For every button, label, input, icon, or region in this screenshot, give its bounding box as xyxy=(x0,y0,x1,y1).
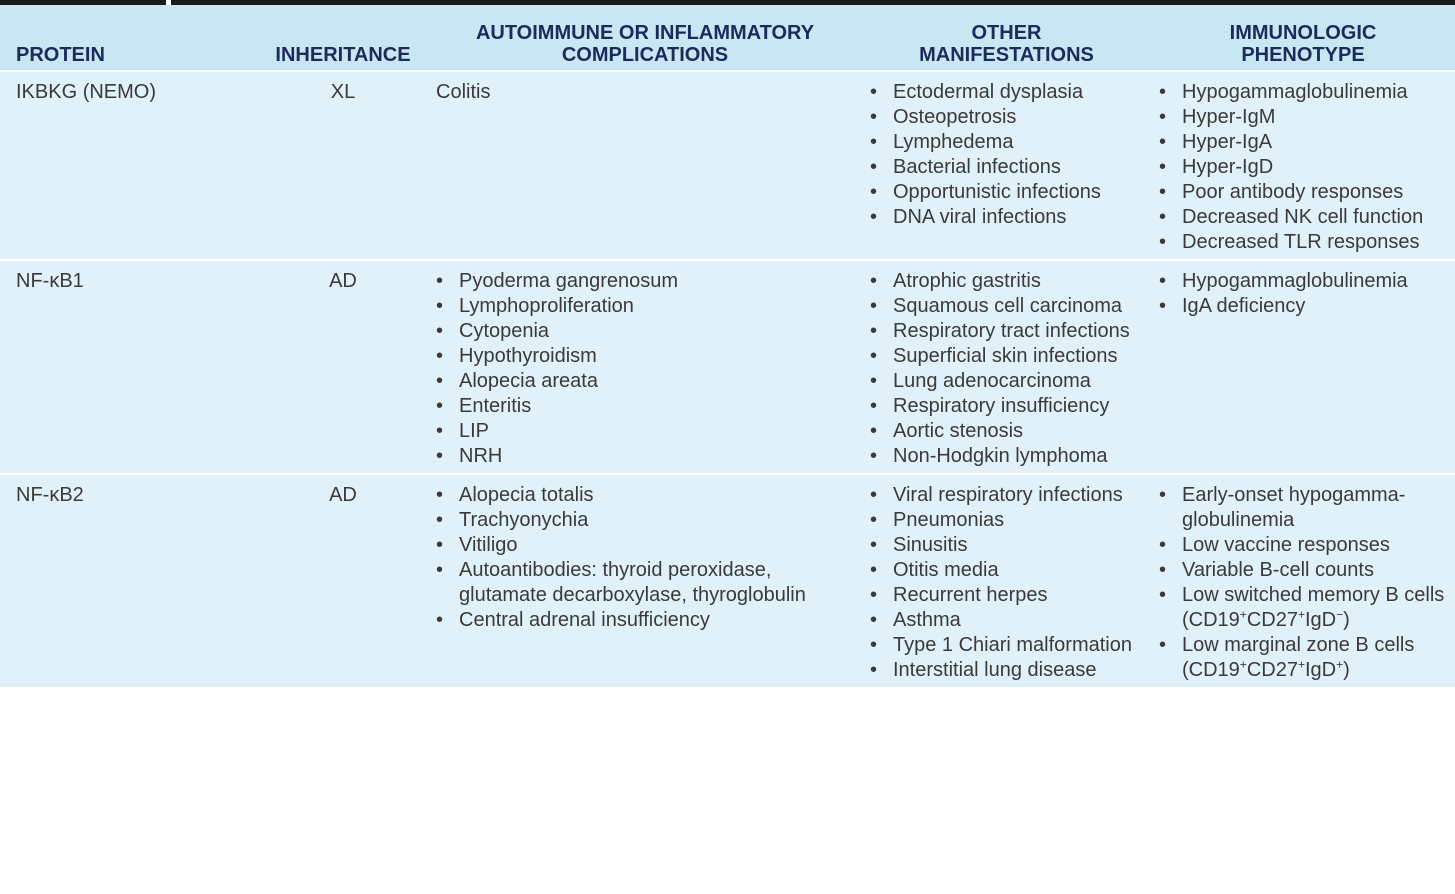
list-item: Pyoderma gangrenosum xyxy=(432,269,858,294)
header-protein: PROTEIN xyxy=(16,44,105,66)
table-row: IKBKG (NEMO) XL Colitis Ectodermal dyspl… xyxy=(0,71,1455,260)
list-item: Enteritis xyxy=(432,394,858,419)
list-item: Respiratory insufficiency xyxy=(866,394,1147,419)
list-item: Aortic stenosis xyxy=(866,419,1147,444)
list-item: Alopecia areata xyxy=(432,369,858,394)
protein-cell: NF-κB2 xyxy=(16,484,84,506)
list-item: Lymphedema xyxy=(866,130,1147,155)
complications-cell: Pyoderma gangrenosum Lymphoproliferation… xyxy=(428,260,862,474)
top-rule-gap xyxy=(166,0,171,5)
list-item: Respiratory tract infections xyxy=(866,319,1147,344)
protein-cell: IKBKG (NEMO) xyxy=(16,81,157,103)
list-item: Lung adenocarcinoma xyxy=(866,369,1147,394)
list-item: Vitiligo xyxy=(432,533,858,558)
inheritance-cell: AD xyxy=(329,270,357,292)
bullet-list: Alopecia totalis Trachyonychia Vitiligo … xyxy=(432,483,858,633)
list-item: NRH xyxy=(432,444,858,469)
bullet-list: Hypogammaglobulinemia Hyper-IgM Hyper-Ig… xyxy=(1155,80,1451,255)
list-item: Hyper-IgA xyxy=(1155,130,1451,155)
list-item: Type 1 Chiari malformation xyxy=(866,633,1147,658)
list-item: Lymphoproliferation xyxy=(432,294,858,319)
list-item: Cytopenia xyxy=(432,319,858,344)
immunodeficiency-table: PROTEIN INHERITANCE AUTOIMMUNE OR INFLAM… xyxy=(0,5,1455,687)
list-item: Low vaccine responses xyxy=(1155,533,1451,558)
table-row: NF-κB2 AD Alopecia totalis Trachyonychia… xyxy=(0,474,1455,687)
complications-cell: Colitis xyxy=(436,81,491,103)
table-header-row: PROTEIN INHERITANCE AUTOIMMUNE OR INFLAM… xyxy=(0,5,1455,71)
list-item: Decreased TLR responses xyxy=(1155,230,1451,255)
phenotype-cell: Hypogammaglobulinemia IgA deficiency xyxy=(1151,260,1455,474)
list-item: Superficial skin infections xyxy=(866,344,1147,369)
list-item: Hypogammaglobulinemia xyxy=(1155,269,1451,294)
list-item: LIP xyxy=(432,419,858,444)
list-item: Opportunistic infections xyxy=(866,180,1147,205)
bullet-list: Viral respiratory infections Pneumonias … xyxy=(866,483,1147,683)
bullet-list: Pyoderma gangrenosum Lymphoproliferation… xyxy=(432,269,858,469)
header-inheritance: INHERITANCE xyxy=(275,44,411,66)
list-item: Pneumonias xyxy=(866,508,1147,533)
list-item: Hyper-IgM xyxy=(1155,105,1451,130)
bullet-list: Ectodermal dysplasia Osteopetrosis Lymph… xyxy=(866,80,1147,230)
list-item: DNA viral infections xyxy=(866,205,1147,230)
list-item: Recurrent herpes xyxy=(866,583,1147,608)
list-item: Trachyonychia xyxy=(432,508,858,533)
list-item: Autoantibodies: thyroid peroxidase, glut… xyxy=(432,558,858,608)
list-item: Interstitial lung disease xyxy=(866,658,1147,683)
list-item: Osteopetrosis xyxy=(866,105,1147,130)
list-item: Hyper-IgD xyxy=(1155,155,1451,180)
list-item: Asthma xyxy=(866,608,1147,633)
list-item: IgA deficiency xyxy=(1155,294,1451,319)
top-rule xyxy=(0,0,1455,5)
protein-cell: NF-κB1 xyxy=(16,270,84,292)
list-item: Viral respiratory infections xyxy=(866,483,1147,508)
bullet-list: Atrophic gastritis Squamous cell carcino… xyxy=(866,269,1147,469)
list-item: Alopecia totalis xyxy=(432,483,858,508)
list-item: Non-Hodgkin lymphoma xyxy=(866,444,1147,469)
other-manifestations-cell: Atrophic gastritis Squamous cell carcino… xyxy=(862,260,1151,474)
list-item: Sinusitis xyxy=(866,533,1147,558)
list-item: Squamous cell carcinoma xyxy=(866,294,1147,319)
phenotype-cell: Hypogammaglobulinemia Hyper-IgM Hyper-Ig… xyxy=(1151,71,1455,260)
other-manifestations-cell: Ectodermal dysplasia Osteopetrosis Lymph… xyxy=(862,71,1151,260)
list-item: Hypogammaglobulinemia xyxy=(1155,80,1451,105)
inheritance-cell: AD xyxy=(329,484,357,506)
list-item: Hypothyroidism xyxy=(432,344,858,369)
list-item: Decreased NK cell function xyxy=(1155,205,1451,230)
complications-cell: Alopecia totalis Trachyonychia Vitiligo … xyxy=(428,474,862,687)
list-item: Central adrenal insufficiency xyxy=(432,608,858,633)
list-item: Early-onset hypogamma-globulinemia xyxy=(1155,483,1451,533)
bullet-list: Early-onset hypogamma-globulinemia Low v… xyxy=(1155,483,1451,683)
list-item: Variable B-cell counts xyxy=(1155,558,1451,583)
table-row: NF-κB1 AD Pyoderma gangrenosum Lymphopro… xyxy=(0,260,1455,474)
list-item: Low switched memory B cells (CD19+CD27+I… xyxy=(1155,583,1451,633)
bullet-list: Hypogammaglobulinemia IgA deficiency xyxy=(1155,269,1451,319)
list-item: Poor antibody responses xyxy=(1155,180,1451,205)
list-item: Low marginal zone B cells (CD19+CD27+IgD… xyxy=(1155,633,1451,683)
inheritance-cell: XL xyxy=(330,81,356,103)
list-item: Atrophic gastritis xyxy=(866,269,1147,294)
list-item: Ectodermal dysplasia xyxy=(866,80,1147,105)
list-item: Otitis media xyxy=(866,558,1147,583)
phenotype-cell: Early-onset hypogamma-globulinemia Low v… xyxy=(1151,474,1455,687)
other-manifestations-cell: Viral respiratory infections Pneumonias … xyxy=(862,474,1151,687)
list-item: Bacterial infections xyxy=(866,155,1147,180)
